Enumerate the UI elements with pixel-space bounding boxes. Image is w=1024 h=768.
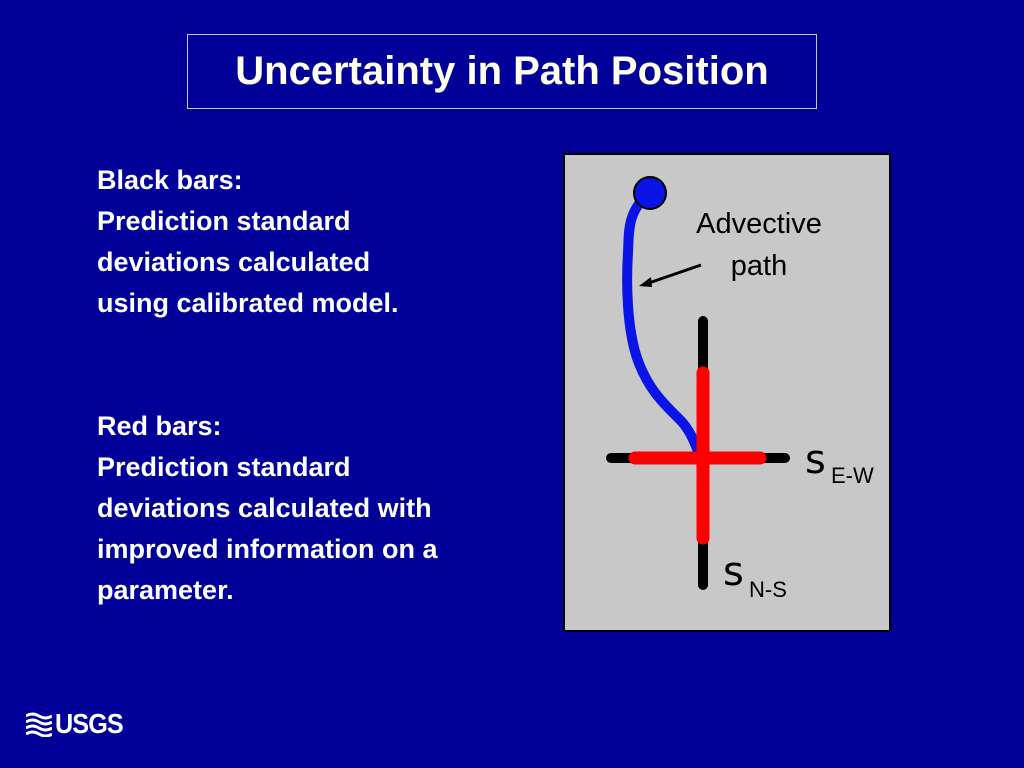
red-bars-line-3: improved information on a: [97, 534, 438, 564]
sigma-ew-symbol: s: [805, 437, 826, 483]
advective-label-line-1: Advective: [696, 208, 822, 240]
usgs-logo-text: USGS: [55, 708, 124, 739]
advective-label-line-2: path: [731, 250, 787, 282]
slide-title: Uncertainty in Path Position: [235, 49, 769, 93]
sigma-ew-subscript: E-W: [831, 463, 874, 488]
sigma-ns-symbol: s: [723, 549, 744, 595]
title-box: Uncertainty in Path Position: [187, 34, 817, 109]
red-bars-line-4: parameter.: [97, 575, 234, 605]
particle-start-point: [633, 176, 667, 210]
advective-path-arrow: [642, 263, 702, 287]
advective-path-line: [622, 190, 704, 460]
black-bars-heading: Black bars:: [97, 165, 243, 195]
black-bars-line-3: using calibrated model.: [97, 288, 399, 318]
usgs-logo: USGS: [26, 708, 130, 740]
black-bars-line-2: deviations calculated: [97, 247, 371, 277]
red-bars-description: Red bars: Prediction standard deviations…: [97, 406, 547, 611]
red-bars-line-2: deviations calculated with: [97, 493, 432, 523]
red-bars-line-1: Prediction standard: [97, 452, 351, 482]
arrow-head: [639, 277, 652, 287]
black-bars-description: Black bars: Prediction standard deviatio…: [97, 160, 547, 324]
path-uncertainty-diagram: Advective path s E-W s N-S: [563, 153, 891, 632]
usgs-wave-icon: [26, 711, 52, 737]
black-bars-line-1: Prediction standard: [97, 206, 351, 236]
sigma-ns-subscript: N-S: [749, 577, 787, 602]
red-bars-heading: Red bars:: [97, 411, 222, 441]
diagram-panel: [563, 153, 891, 632]
